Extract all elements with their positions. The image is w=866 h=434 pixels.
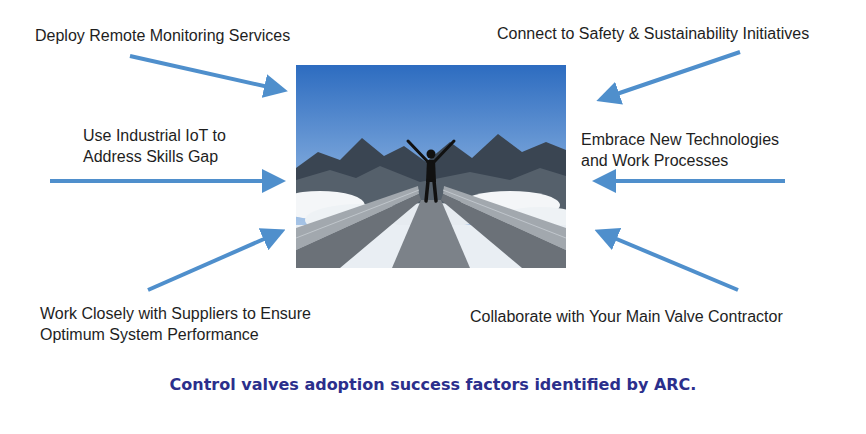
leader-arrow [148, 232, 280, 290]
leader-arrows [50, 52, 785, 290]
leader-arrow [598, 179, 785, 183]
leader-arrow [130, 56, 282, 90]
photo [296, 65, 566, 268]
success-factor-label: Embrace New Technologies and Work Proces… [581, 129, 791, 171]
caption: Control valves adoption success factors … [0, 375, 866, 394]
success-factor-label: Work Closely with Suppliers to Ensure Op… [40, 303, 340, 345]
success-factor-label: Connect to Safety & Sustainability Initi… [497, 23, 857, 44]
success-factor-label: Use Industrial IoT to Address Skills Gap [83, 125, 263, 167]
success-factor-label: Deploy Remote Monitoring Services [35, 25, 335, 46]
success-factor-label: Collaborate with Your Main Valve Contrac… [470, 306, 860, 327]
leader-arrow [600, 232, 738, 290]
leader-arrow [602, 52, 740, 99]
leader-arrow [50, 179, 280, 183]
